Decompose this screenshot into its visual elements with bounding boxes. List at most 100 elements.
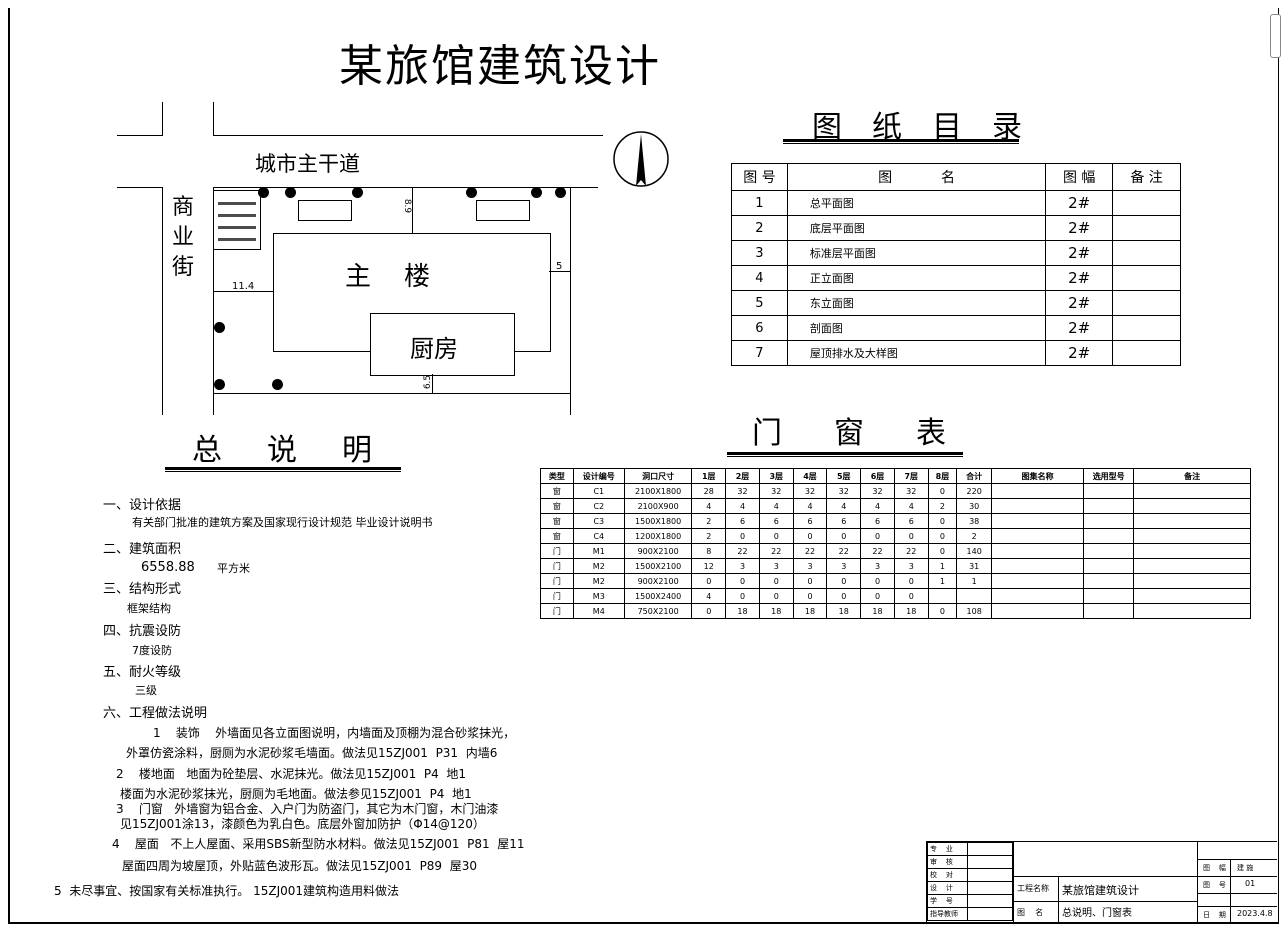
heading-underline <box>727 456 963 457</box>
area-unit: 平方米 <box>217 562 250 575</box>
door-window-cell: 22 <box>725 543 760 559</box>
door-window-cell: 2 <box>927 498 958 514</box>
flower-bed <box>298 200 352 221</box>
door-window-cell: 4 <box>758 498 794 514</box>
catalog-cell-size: 2# <box>1045 265 1114 291</box>
door-window-cell: 窗 <box>540 513 574 529</box>
door-window-header: 3层 <box>758 468 794 484</box>
catalog-header: 图 号 <box>731 163 788 191</box>
catalog-cell-size: 2# <box>1045 290 1114 316</box>
door-window-cell: 3 <box>860 558 895 574</box>
dimension-line <box>412 187 413 233</box>
road-line <box>213 135 603 136</box>
title-block-signatures: 专 业审 核校 对设 计学 号指导教师 <box>927 842 1014 921</box>
door-window-cell: 0 <box>860 573 895 589</box>
tree-icon <box>258 187 269 198</box>
door-window-cell: 6 <box>725 513 760 529</box>
door-window-cell: C1 <box>572 483 625 499</box>
catalog-cell-no: 6 <box>731 315 788 341</box>
sheet-number-value: 01 <box>1245 879 1256 888</box>
door-window-cell <box>991 573 1085 589</box>
catalog-cell-note <box>1112 190 1181 216</box>
door-window-header: 1层 <box>691 468 727 484</box>
catalog-cell-size: 2# <box>1045 190 1114 216</box>
door-window-cell: 32 <box>725 483 760 499</box>
drawing-value: 总说明、门窗表 <box>1062 908 1132 919</box>
door-window-header: 2层 <box>725 468 760 484</box>
door-window-cell: 门 <box>540 558 574 574</box>
door-window-cell: 38 <box>956 513 993 529</box>
door-window-cell: 18 <box>792 603 828 619</box>
road-side-label: 商 业 街 <box>172 195 195 280</box>
door-window-cell: 2 <box>691 513 727 529</box>
door-window-cell <box>1133 603 1251 619</box>
door-window-header: 备注 <box>1133 468 1251 484</box>
door-window-cell: 750X2100 <box>623 603 693 619</box>
door-window-cell: 门 <box>540 603 574 619</box>
dimension-left: 11.4 <box>232 281 255 292</box>
door-window-cell <box>991 528 1085 544</box>
door-window-cell: 4 <box>860 498 895 514</box>
heading-underline <box>783 139 1019 142</box>
door-window-cell: 6 <box>758 513 794 529</box>
door-window-cell: 0 <box>792 573 828 589</box>
door-window-cell: 1 <box>927 558 958 574</box>
door-window-cell: 3 <box>826 558 862 574</box>
door-window-cell <box>956 588 993 604</box>
catalog-header: 图 幅 <box>1045 163 1114 191</box>
door-window-cell <box>1133 483 1251 499</box>
catalog-cell-name: 总平面图 <box>786 190 1047 216</box>
door-window-cell: 0 <box>691 573 727 589</box>
tree-icon <box>466 187 477 198</box>
road-line <box>162 187 163 415</box>
road-line <box>117 135 163 136</box>
door-window-cell <box>927 588 958 604</box>
door-window-cell: 门 <box>540 588 574 604</box>
signature-field <box>966 894 1014 908</box>
door-window-cell <box>1083 483 1135 499</box>
catalog-cell-no: 5 <box>731 290 788 316</box>
catalog-cell-size: 2# <box>1045 340 1114 366</box>
door-window-cell: 32 <box>758 483 794 499</box>
door-window-cell <box>991 483 1085 499</box>
door-window-cell <box>1133 528 1251 544</box>
door-window-cell <box>1083 573 1135 589</box>
door-window-cell: 1500X2100 <box>623 558 693 574</box>
door-window-cell: 900X2100 <box>623 573 693 589</box>
signature-field <box>966 855 1014 869</box>
door-window-cell: 18 <box>725 603 760 619</box>
dimension-top: 8.9 <box>402 198 413 214</box>
site-boundary <box>213 393 571 394</box>
note-text: 框架结构 <box>127 602 171 615</box>
catalog-cell-size: 2# <box>1045 240 1114 266</box>
signature-label: 学 号 <box>927 894 968 908</box>
scrollbar[interactable] <box>1270 14 1281 58</box>
tree-icon <box>555 187 566 198</box>
heading-underline <box>783 143 1019 144</box>
door-window-cell: 22 <box>792 543 828 559</box>
door-window-header: 4层 <box>792 468 828 484</box>
sheet-size-value: 建 施 <box>1237 864 1254 872</box>
door-window-cell: 窗 <box>540 498 574 514</box>
note-text: 7度设防 <box>132 644 172 657</box>
door-window-cell: 6 <box>860 513 895 529</box>
door-window-cell <box>1133 543 1251 559</box>
door-window-cell: 0 <box>893 588 929 604</box>
door-window-cell: 32 <box>860 483 895 499</box>
door-window-cell: 1 <box>927 573 958 589</box>
door-window-cell: 6 <box>826 513 862 529</box>
catalog-cell-name: 剖面图 <box>786 315 1047 341</box>
door-window-header: 选用型号 <box>1083 468 1135 484</box>
signature-label: 指导教师 <box>927 907 968 921</box>
door-window-cell: 31 <box>956 558 993 574</box>
door-window-cell: 0 <box>792 588 828 604</box>
